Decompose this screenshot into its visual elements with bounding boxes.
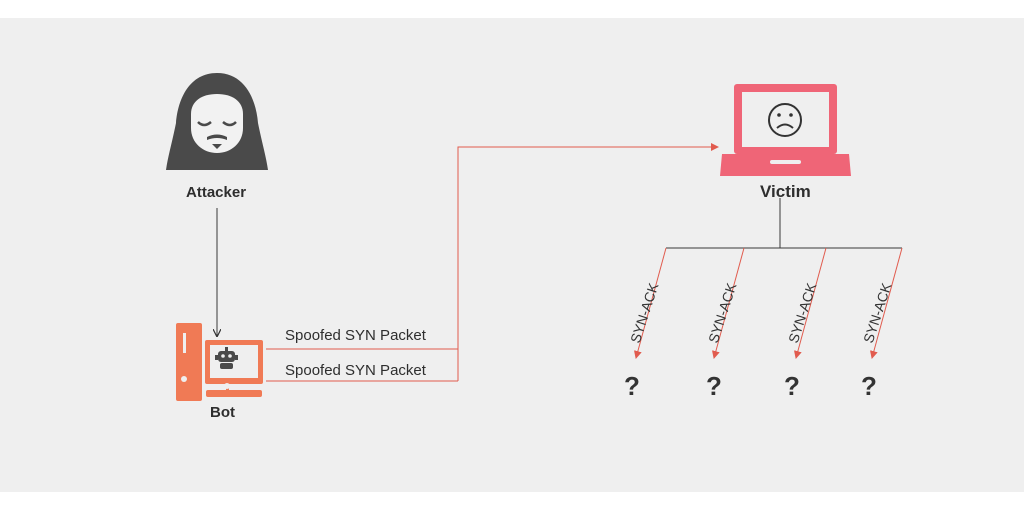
unknown-target-1: ? xyxy=(624,371,640,401)
diagram-canvas: Attacker Bot Victim Spoofed SYN Packet S… xyxy=(0,18,1024,492)
victim-label: Victim xyxy=(760,182,811,201)
unknown-target-2: ? xyxy=(706,371,722,401)
attacker-label: Attacker xyxy=(186,184,247,201)
bot-icon xyxy=(176,323,263,401)
victim-icon xyxy=(720,84,851,176)
packet-lines xyxy=(266,143,719,382)
attacker-icon xyxy=(166,73,268,170)
unknown-target-4: ? xyxy=(861,371,877,401)
packet-label-2: Spoofed SYN Packet xyxy=(285,362,426,379)
diagram-graphics xyxy=(166,73,903,401)
unknown-target-3: ? xyxy=(784,371,800,401)
packet-label-1: Spoofed SYN Packet xyxy=(285,327,426,344)
bot-label: Bot xyxy=(210,404,235,421)
response-lines xyxy=(633,198,903,359)
